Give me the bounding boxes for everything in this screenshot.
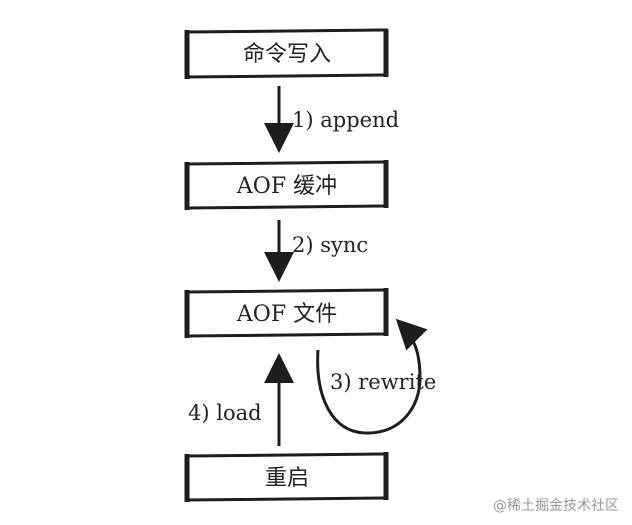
node-command-write: 命令写入: [184, 28, 389, 79]
node-restart-label: 重启: [265, 466, 309, 491]
watermark-text: @稀土掘金技术社区: [493, 498, 619, 514]
edge-load-label: 4) load: [188, 401, 262, 425]
node-aof-buffer: AOF 缓冲: [184, 160, 389, 210]
edge-append-label: 1) append: [292, 108, 399, 132]
edge-rewrite: 3) rewrite: [316, 318, 436, 435]
node-command-write-label: 命令写入: [243, 42, 331, 67]
edge-rewrite-label: 3) rewrite: [330, 370, 436, 394]
node-aof-file: AOF 文件: [184, 288, 389, 338]
edge-load: 4) load: [188, 353, 294, 446]
edge-append: 1) append: [264, 86, 399, 153]
node-aof-file-label: AOF 文件: [236, 302, 337, 327]
edge-sync-label: 2) sync: [292, 233, 368, 257]
node-aof-buffer-label: AOF 缓冲: [236, 174, 337, 199]
node-restart: 重启: [184, 452, 389, 502]
edge-sync: 2) sync: [264, 220, 368, 282]
